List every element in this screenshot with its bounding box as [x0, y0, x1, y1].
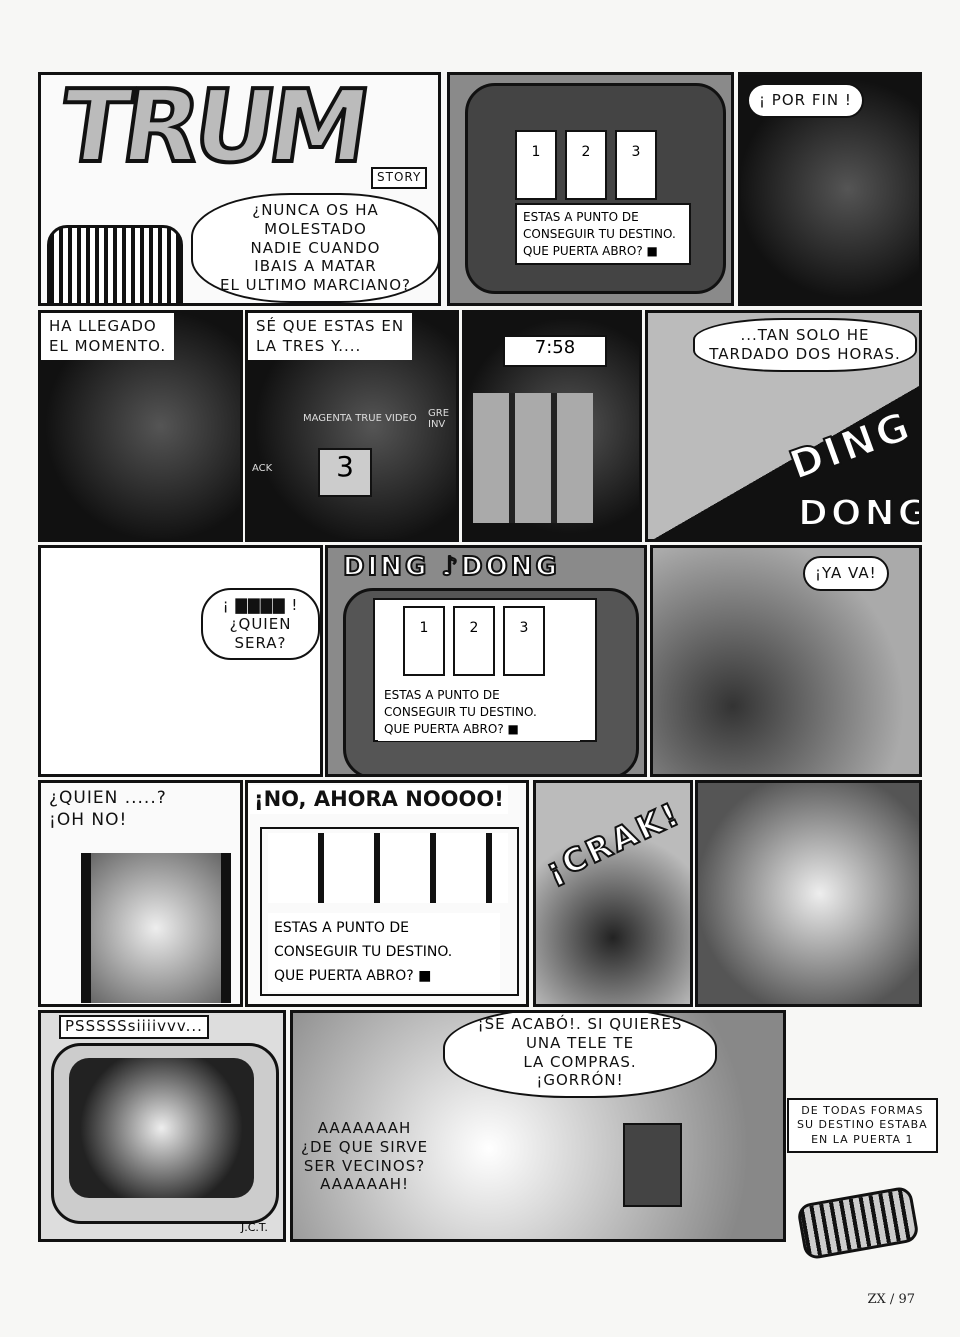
button-label: ACK	[252, 463, 273, 474]
door-3: 3	[615, 130, 657, 200]
panel-10: ¡YA VA!	[650, 545, 922, 777]
caption: ¡NO, AHORA NOOOO!	[250, 785, 508, 815]
panel-15: PSSSSSsiiiivvv... J.C.T.	[38, 1010, 286, 1242]
speech-bubble: ¿NUNCA OS HA MOLESTADO NADIE CUANDO IBAI…	[191, 193, 438, 303]
panel-13: ¡CRAK!	[533, 780, 693, 1007]
panel-4: HA LLEGADO EL MOMENTO.	[38, 310, 243, 542]
caption: ¿QUIEN .....? ¡OH NO!	[49, 788, 167, 831]
speech-bubble: ...TAN SOLO HE TARDADO DOS HORAS.	[693, 318, 917, 372]
door-1: 1	[403, 606, 445, 676]
page-number: ZX / 97	[867, 1292, 915, 1307]
key-3-icon: 3	[318, 448, 372, 497]
door-2: 2	[565, 130, 607, 200]
screen-text: ESTAS A PUNTO DE CONSEGUIR TU DESTINO. Q…	[378, 683, 580, 742]
story-label: STORY	[371, 167, 428, 189]
button-label: MAGENTA TRUE VIDEO	[303, 413, 417, 424]
panel-3: ¡ POR FIN !	[738, 72, 922, 306]
broken-screen	[69, 1058, 254, 1198]
caption: HA LLEGADO EL MOMENTO.	[41, 313, 175, 360]
tv-carried	[623, 1123, 682, 1207]
cassette-character	[796, 1185, 920, 1261]
cassette-character	[47, 225, 183, 303]
tv-screen	[260, 827, 519, 996]
door-2: 2	[453, 606, 495, 676]
caption: DE TODAS FORMAS SU DESTINO ESTABA EN LA …	[787, 1098, 938, 1153]
panel-7: ...TAN SOLO HE TARDADO DOS HORAS. DING D…	[645, 310, 922, 542]
panel-8: ¡ ▇▇▇▇ ! ¿QUIEN SERA?	[38, 545, 323, 777]
artist-signature: J.C.T.	[241, 1221, 268, 1234]
screen-text: ESTAS A PUNTO DE CONSEGUIR TU DESTINO. Q…	[268, 913, 500, 993]
panel-2: 1 2 3 ESTAS A PUNTO DE CONSEGUIR TU DEST…	[447, 72, 734, 306]
speech-bubble: ¡YA VA!	[803, 556, 889, 591]
crak-sfx: ¡CRAK!	[539, 793, 688, 891]
cassette-shelf	[473, 393, 593, 523]
panel-12: ¡NO, AHORA NOOOO! ESTAS A PUNTO DE CONSE…	[245, 780, 529, 1007]
face-drawing	[81, 853, 231, 1003]
caption: SÉ QUE ESTAS EN LA TRES Y....	[248, 313, 413, 360]
speech-bubble: ¡SE ACABÓ!. SI QUIERES UNA TELE TE LA CO…	[443, 1013, 717, 1098]
button-label: GRE INV	[428, 408, 450, 430]
ding-sfx: DING	[783, 402, 919, 490]
dong-sfx: DONG	[797, 492, 922, 535]
panel-16: ¡SE ACABÓ!. SI QUIERES UNA TELE TE LA CO…	[290, 1010, 786, 1242]
speech-bubble: AAAAAAAH ¿DE QUE SIRVE SER VECINOS? AAAA…	[301, 1119, 429, 1194]
caption: PSSSSSsiiiivvv...	[59, 1015, 209, 1039]
clock-display: 7:58	[503, 335, 607, 367]
panel-11: ¿QUIEN .....? ¡OH NO!	[38, 780, 243, 1007]
screen-text: ESTAS A PUNTO DE CONSEGUIR TU DESTINO. Q…	[515, 203, 691, 266]
speech-bubble: ¡ POR FIN !	[747, 83, 864, 118]
panel-14	[695, 780, 922, 1007]
panel-5: SÉ QUE ESTAS EN LA TRES Y.... MAGENTA TR…	[245, 310, 459, 542]
ding-dong-sfx: DING ♪DONG	[342, 551, 560, 583]
panel-6: 7:58	[462, 310, 642, 542]
panel-1: TRUM STORY ¿NUNCA OS HA MOLESTADO NADIE …	[38, 72, 441, 306]
broken-doors	[268, 833, 508, 903]
trum-logo: TRUM	[51, 72, 373, 187]
panel-9: DING ♪DONG 1 2 3 ESTAS A PUNTO DE CONSEG…	[325, 545, 647, 777]
speech-bubble: ¡ ▇▇▇▇ ! ¿QUIEN SERA?	[201, 588, 320, 661]
door-3: 3	[503, 606, 545, 676]
door-1: 1	[515, 130, 557, 200]
